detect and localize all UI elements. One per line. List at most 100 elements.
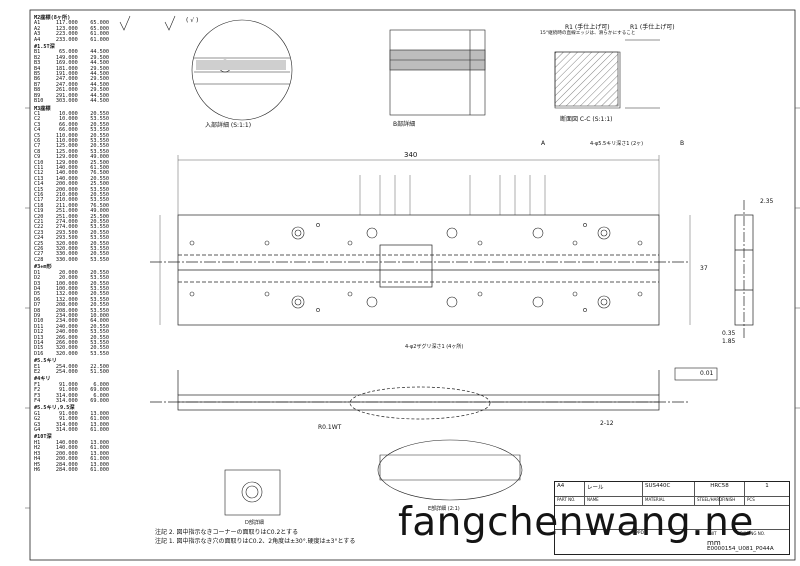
coord-row: C4 66.000 53.550 xyxy=(34,127,109,134)
coord-section-title: #5.5キリ xyxy=(34,358,57,365)
edge-note: 15°継続時の直線エッジは、滑らかにすること xyxy=(540,31,636,36)
coord-row: G3 314.000 13.000 xyxy=(34,421,109,428)
coord-row: C8 125.000 53.550 xyxy=(34,148,109,155)
coord-row: C10 129.000 25.500 xyxy=(34,159,109,166)
section-a-label: 入部詳細 (S:1:1) xyxy=(205,122,252,129)
tb-material: SUS440C xyxy=(643,482,695,496)
coord-row: B2 149.000 29.500 xyxy=(34,54,109,61)
coord-row: C6 110.000 53.550 xyxy=(34,137,109,144)
roughness-label: ( √ ) xyxy=(186,17,199,24)
coord-row: E1 254.000 22.500 xyxy=(34,363,109,370)
coord-row: C15 200.000 53.550 xyxy=(34,186,109,193)
coord-row: H3 200.000 13.000 xyxy=(34,450,109,457)
tb-scale: A4 xyxy=(555,482,585,496)
coord-row: C5 110.000 20.550 xyxy=(34,132,109,139)
coord-row: C27 330.000 20.550 xyxy=(34,251,109,258)
coord-row: D16 320.000 53.550 xyxy=(34,350,109,357)
coord-row: C17 210.000 53.550 xyxy=(34,197,109,204)
coord-row: D8 208.000 53.550 xyxy=(34,307,109,314)
coord-row: C3 66.000 20.550 xyxy=(34,121,109,128)
coord-row: C16 210.000 20.550 xyxy=(34,192,109,198)
coord-row: B9 291.000 44.500 xyxy=(34,92,109,99)
section-c-c xyxy=(554,39,660,109)
tb-name: レール xyxy=(585,482,643,496)
coord-row: D10 234.000 64.000 xyxy=(34,318,109,325)
coord-row: D6 132.000 53.550 xyxy=(34,296,109,303)
roughness-symbol xyxy=(119,15,176,31)
detail-d xyxy=(224,469,281,516)
coord-row: D7 208.000 20.550 xyxy=(34,302,109,309)
coord-row: C13 140.000 20.550 xyxy=(34,175,109,182)
coord-row: H2 140.000 61.000 xyxy=(34,445,109,452)
coord-row: D13 266.000 20.550 xyxy=(34,334,109,341)
coord-row: C24 293.500 53.550 xyxy=(34,235,109,242)
coord-section-title: #5.5キリ,9.5深 xyxy=(34,405,75,412)
tb-col-material: MATERIAL xyxy=(643,496,695,505)
label-a: A xyxy=(541,140,546,147)
coord-row: A1 117.000 65.000 xyxy=(34,20,109,27)
coord-row: G4 314.000 61.000 xyxy=(34,427,109,434)
coord-row: C21 274.000 20.550 xyxy=(34,219,109,226)
coord-row: H6 284.000 61.000 xyxy=(34,466,109,473)
title-block: A4 レール SUS440C HRC58 1 PART NO. NAME MAT… xyxy=(554,481,790,555)
tb-unit-label: UNIT xyxy=(707,531,717,536)
note-line-2: 注記 2. 図中指示なきコーナーの面取りはC0.2とする xyxy=(155,529,299,536)
coord-row: C26 320.000 53.550 xyxy=(34,246,109,253)
radius-note: R0.1WT xyxy=(318,424,342,431)
coord-row: C23 293.500 20.550 xyxy=(34,229,109,236)
tb-col-qty: PCS xyxy=(747,497,755,502)
coord-row: C9 129.000 49.000 xyxy=(34,154,109,161)
coord-row: B5 191.000 44.500 xyxy=(34,71,109,78)
note-line-1: 注記 1. 図中指示なき穴の面取りはC0.2、2角度は±30°.硬度は±3°とす… xyxy=(155,538,356,545)
chamfer-note-1: R1 (手仕上げ可) xyxy=(565,24,610,31)
dimension-lines xyxy=(159,155,691,325)
chamfer-note-2: R1 (手仕上げ可) xyxy=(630,24,675,31)
tb-col-name: NAME xyxy=(585,496,643,505)
detail-e xyxy=(377,439,523,501)
dim-37: 37 xyxy=(700,265,708,272)
coord-row: B10 303.000 44.500 xyxy=(34,98,109,105)
detail-e-label: E部詳細 (2:1) xyxy=(428,506,460,512)
coord-row: H1 140.000 13.000 xyxy=(34,439,109,446)
drawing-notes: 注記 2. 図中指示なきコーナーの面取りはC0.2とする 注記 1. 図中指示な… xyxy=(155,528,355,546)
dim-2-35: 2.35 xyxy=(760,198,774,205)
coord-row: B7 247.000 44.500 xyxy=(34,81,109,88)
coord-row: C7 125.000 20.550 xyxy=(34,143,109,150)
side-view xyxy=(150,370,690,420)
dim-340: 340 xyxy=(404,151,418,159)
coord-row: C20 251.000 25.500 xyxy=(34,213,109,220)
coord-row: D4 100.000 53.550 xyxy=(34,285,109,292)
coord-row: D9 234.000 10.000 xyxy=(34,312,109,319)
tb-drawing-no: E0000154_U081_P044A xyxy=(707,546,774,552)
dim-0-35: 0.35 xyxy=(722,330,736,337)
detail-b xyxy=(389,29,486,116)
coord-row: B1 65.000 44.500 xyxy=(34,49,109,56)
coord-section-title: #3+m形 xyxy=(34,264,52,271)
coord-row: G1 91.000 13.000 xyxy=(34,410,109,417)
dim-2-12: 2-12 xyxy=(600,420,614,427)
coord-row: C11 140.000 61.500 xyxy=(34,164,109,171)
coord-section-title: M3座標 xyxy=(34,105,51,112)
coord-row: F1 91.000 6.000 xyxy=(34,381,109,388)
section-c-label: 断面図 C-C (S:1:1) xyxy=(560,116,613,123)
tb-unit: mm xyxy=(707,539,721,547)
coord-row: B6 247.000 29.500 xyxy=(34,76,109,83)
plan-holes xyxy=(189,223,643,312)
coord-row: C19 251.000 49.000 xyxy=(34,208,109,215)
tb-appd: APPD. xyxy=(632,531,646,536)
coord-row: A3 223.000 61.000 xyxy=(34,31,109,38)
flatness-frame xyxy=(674,367,718,381)
coord-row: D5 132.000 20.550 xyxy=(34,291,109,298)
coord-row: E2 254.000 51.500 xyxy=(34,369,109,375)
tb-col-finish: FINISH xyxy=(720,496,745,505)
coord-row: A4 233.000 61.000 xyxy=(34,36,109,43)
coord-row: D11 240.000 20.550 xyxy=(34,323,109,330)
tb-drawing-label: DRAWING NO. xyxy=(737,531,765,536)
coord-row: D12 240.000 53.550 xyxy=(34,329,109,336)
coord-row: G2 91.000 61.000 xyxy=(34,416,109,423)
coord-row: D2 20.000 53.550 xyxy=(34,275,109,282)
detail-circle-a xyxy=(191,19,293,121)
watermark-text: fangchenwang.ne xyxy=(398,500,754,545)
